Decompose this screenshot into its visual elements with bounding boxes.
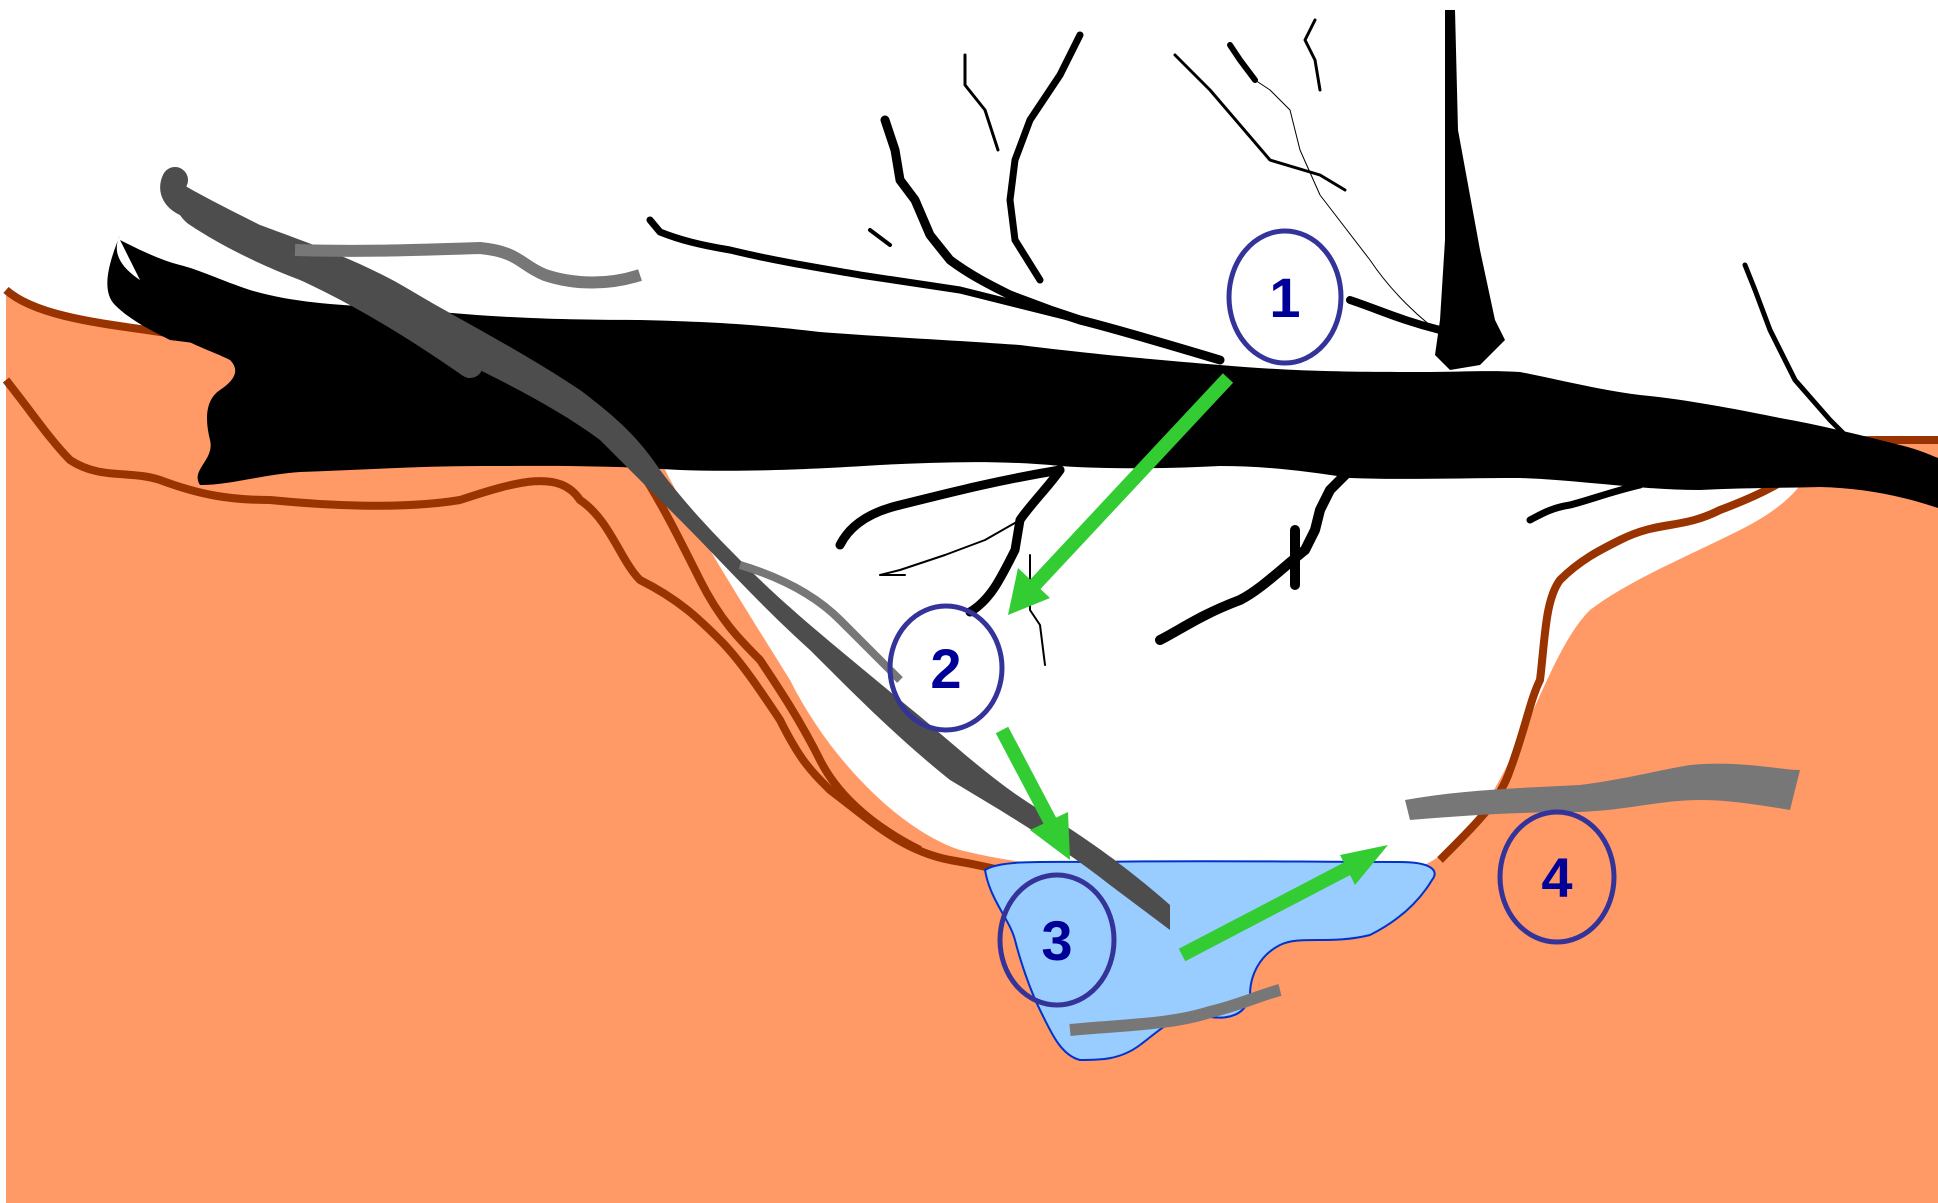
marker-4-label: 4 (1541, 846, 1572, 909)
marker-1-label: 1 (1269, 266, 1300, 329)
marker-2-label: 2 (930, 637, 961, 700)
marker-3-label: 3 (1041, 909, 1072, 972)
